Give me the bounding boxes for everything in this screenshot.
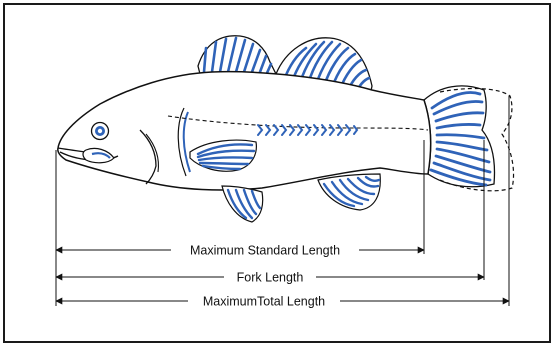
fish-illustration: [58, 36, 514, 222]
total-length-label: MaximumTotal Length: [203, 295, 325, 309]
fish-body: [58, 72, 431, 190]
measurement-standard: Maximum Standard Length: [56, 241, 424, 259]
anal-fin: [318, 174, 380, 210]
fork-length-label: Fork Length: [237, 271, 304, 285]
measurement-total: MaximumTotal Length: [56, 292, 509, 310]
fish-eye: [92, 123, 109, 140]
spiny-dorsal-fin: [198, 36, 276, 74]
measurement-fork: Fork Length: [56, 268, 484, 286]
pelvic-fin: [222, 186, 263, 222]
standard-length-label: Maximum Standard Length: [190, 244, 340, 258]
